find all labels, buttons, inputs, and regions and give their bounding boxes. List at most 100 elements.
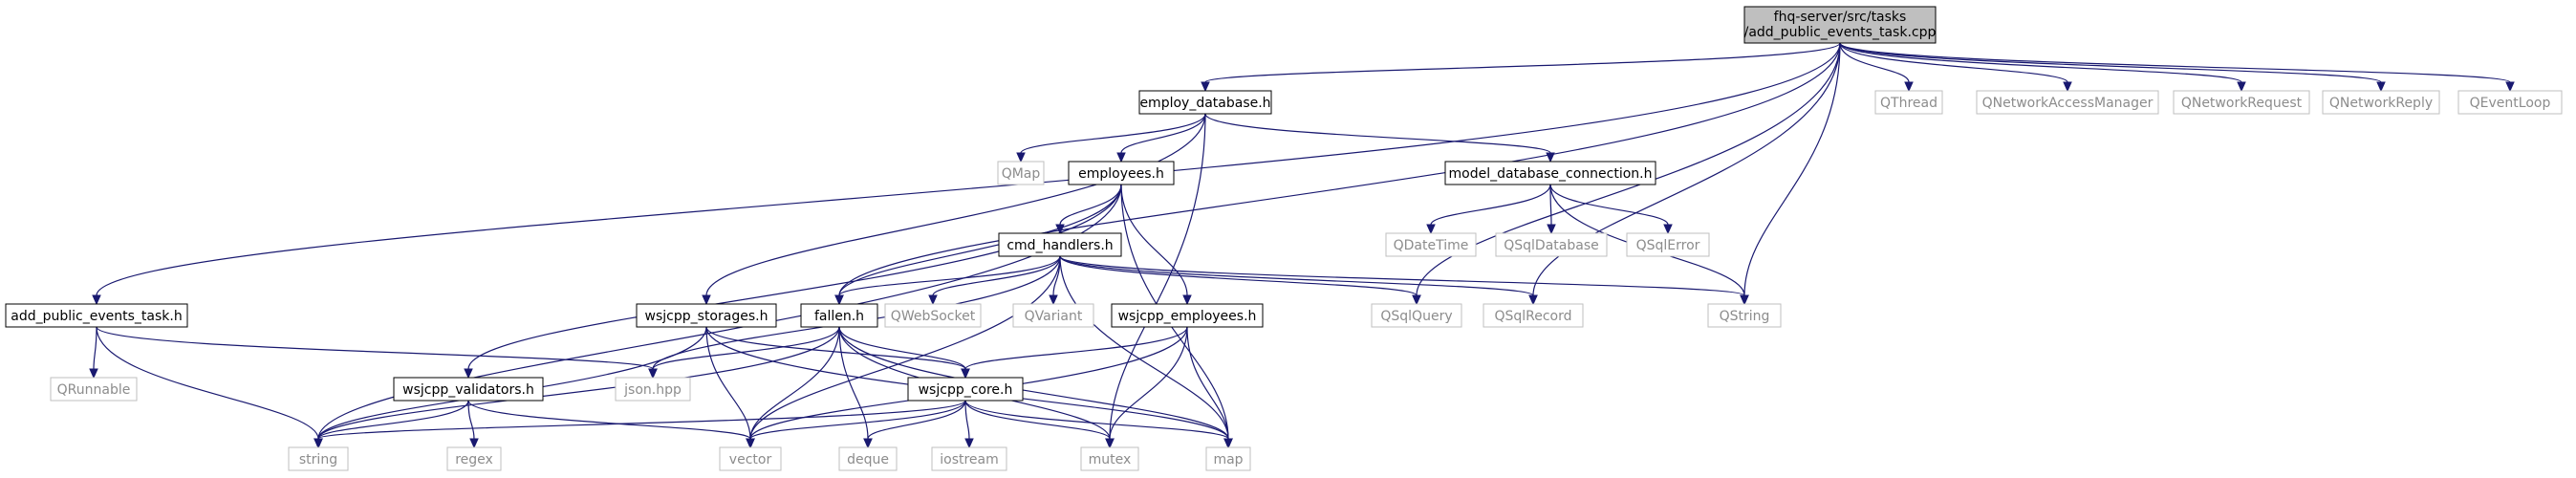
edge-employees-to-wsjcpp-employees	[1120, 184, 1192, 306]
node-label: QEventLoop	[2470, 96, 2551, 111]
edge-fallen-to-deque	[838, 326, 873, 449]
node-label: QThread	[1880, 96, 1937, 111]
node-box	[997, 161, 1045, 185]
node-iostream: iostream	[931, 446, 1007, 471]
node-qwebsocket: QWebSocket	[884, 303, 982, 328]
node-label: QMap	[1002, 166, 1041, 182]
edge-wsjcpp-core-to-iostream	[964, 400, 974, 449]
node-label: QString	[1720, 309, 1770, 324]
node-box	[5, 303, 188, 328]
edge-model-db-to-qdatetime	[1426, 184, 1551, 235]
node-deque: deque	[838, 446, 898, 471]
node-label: QNetworkAccessManager	[1982, 96, 2154, 111]
node-label: wsjcpp_validators.h	[402, 382, 534, 398]
node-label: model_database_connection.h	[1449, 166, 1653, 182]
edge-root-to-qstring	[1740, 42, 1841, 306]
node-label: map	[1213, 452, 1243, 467]
node-box	[1205, 446, 1251, 471]
node-label: QWebSocket	[891, 309, 976, 324]
edge-cmd-handlers-to-qwebsocket	[928, 255, 1061, 306]
edge-cmd-handlers-to-fallen	[834, 255, 1061, 306]
edge-employ-db-to-wsjcpp-storages	[702, 113, 1206, 306]
node-box	[446, 446, 502, 471]
node-box	[1483, 303, 1584, 328]
node-qsqldatabase: QSqlDatabase	[1495, 232, 1608, 257]
node-cmd-handlers: cmd_handlers.h	[998, 232, 1122, 257]
node-wsjcpp-core: wsjcpp_core.h	[907, 377, 1024, 402]
node-box	[636, 303, 777, 328]
node-label: /add_public_events_task.cpp	[1744, 25, 1937, 40]
node-box	[1012, 303, 1094, 328]
edge-employ-db-to-model-db	[1204, 113, 1555, 163]
node-label: QVariant	[1025, 309, 1083, 324]
edge-root-to-qnreq	[1839, 42, 2246, 93]
edge-wsjcpp-employees-to-wsjcpp-core	[961, 326, 1188, 380]
node-map: map	[1205, 446, 1251, 471]
node-box	[884, 303, 982, 328]
edge-wsjcpp-core-to-vector	[746, 400, 966, 449]
node-string: string	[288, 446, 349, 471]
node-qnrep: QNetworkReply	[2322, 90, 2440, 115]
node-wsjcpp-validators: wsjcpp_validators.h	[393, 377, 544, 402]
edge-cmd-handlers-to-qstring	[1059, 255, 1749, 306]
node-label: employees.h	[1078, 166, 1164, 182]
node-box	[1976, 90, 2159, 115]
node-qthread: QThread	[1874, 90, 1943, 115]
node-box	[1371, 303, 1462, 328]
node-mutex: mutex	[1080, 446, 1139, 471]
node-qsqlrecord: QSqlRecord	[1483, 303, 1584, 328]
edge-add-task-h-to-json	[96, 326, 658, 380]
node-label: wsjcpp_employees.h	[1118, 309, 1257, 324]
node-label: employ_database.h	[1139, 96, 1270, 111]
edge-employ-db-to-employees	[1116, 113, 1206, 163]
node-box	[1626, 232, 1710, 257]
node-box	[1138, 90, 1272, 115]
edge-add-task-h-to-qrunnable	[89, 326, 98, 380]
node-qsqlerror: QSqlError	[1626, 232, 1710, 257]
node-box	[719, 446, 782, 471]
node-json: json.hpp	[615, 377, 691, 402]
node-label: iostream	[940, 452, 999, 467]
edge-root-to-fallen	[834, 42, 1841, 306]
node-box	[1874, 90, 1943, 115]
edge-employees-to-wsjcpp-validators	[464, 184, 1122, 380]
edge-wsjcpp-validators-to-string	[314, 400, 469, 449]
node-box	[998, 232, 1122, 257]
edge-root-to-qthread	[1839, 42, 1914, 93]
edge-root-to-employ-db	[1201, 42, 1841, 93]
node-label: QNetworkRequest	[2181, 96, 2303, 111]
node-box	[615, 377, 691, 402]
node-regex: regex	[446, 446, 502, 471]
edge-root-to-qeventloop	[1839, 42, 2515, 93]
node-label: add_public_events_task.h	[11, 309, 182, 324]
edge-root-to-qnrep	[1839, 42, 2386, 93]
node-qdatetime: QDateTime	[1385, 232, 1477, 257]
node-label: QNetworkReply	[2329, 96, 2433, 111]
node-box	[1743, 6, 1937, 44]
edge-employ-db-to-qmap	[1016, 113, 1206, 163]
edge-wsjcpp-core-to-string	[314, 400, 966, 449]
node-label: cmd_handlers.h	[1007, 238, 1113, 253]
edge-wsjcpp-validators-to-regex	[467, 400, 479, 449]
node-qsqlquery: QSqlQuery	[1371, 303, 1462, 328]
node-employees: employees.h	[1068, 161, 1175, 185]
node-box	[1707, 303, 1782, 328]
node-add-task-h: add_public_events_task.h	[5, 303, 188, 328]
node-box	[2173, 90, 2310, 115]
node-label: vector	[729, 452, 772, 467]
node-employ-db: employ_database.h	[1138, 90, 1272, 115]
node-box	[1080, 446, 1139, 471]
node-box	[2322, 90, 2440, 115]
node-box	[1111, 303, 1264, 328]
edge-fallen-to-json	[648, 326, 840, 380]
node-box	[931, 446, 1007, 471]
node-box	[800, 303, 878, 328]
node-fallen: fallen.h	[800, 303, 878, 328]
edge-model-db-to-qsqlerror	[1549, 184, 1673, 235]
edge-wsjcpp-employees-to-map	[1186, 326, 1233, 449]
node-box	[2457, 90, 2563, 115]
node-label: fhq-server/src/tasks	[1774, 10, 1907, 25]
node-label: QSqlQuery	[1380, 309, 1452, 324]
edge-root-to-add-task-h	[92, 42, 1841, 306]
node-label: QDateTime	[1394, 238, 1469, 253]
